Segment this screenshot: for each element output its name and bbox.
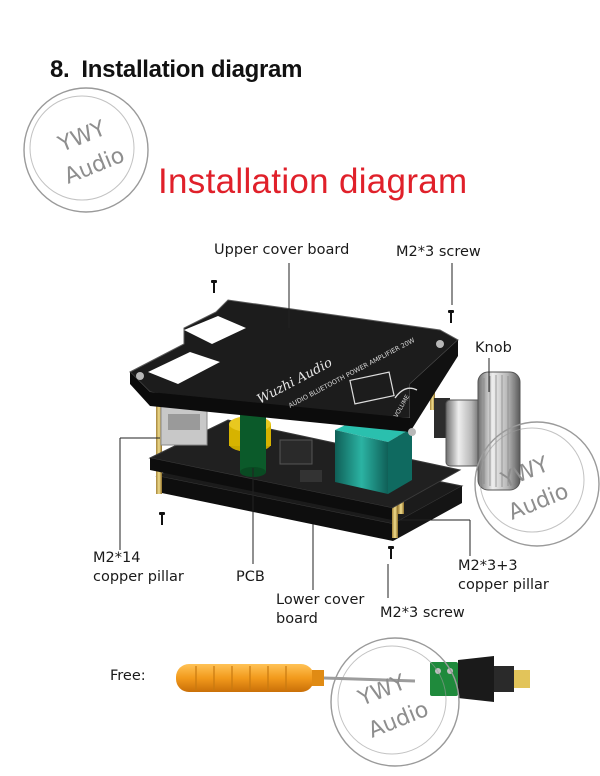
screwdriver — [176, 664, 416, 692]
label-m2x3-screw-bottom: M2*3 screw — [380, 605, 465, 621]
pcb — [148, 404, 462, 520]
knob — [434, 371, 521, 491]
label-pcb: PCB — [236, 569, 265, 585]
leader-lines — [119, 263, 490, 598]
label-lower-cover-line1: Lower cover — [276, 592, 365, 608]
label-upper-cover-board: Upper cover board — [214, 242, 350, 258]
label-knob: Knob — [475, 340, 512, 356]
watermark-stamps — [23, 87, 600, 767]
label-m2x3x3-line1: M2*3+3 — [458, 558, 518, 574]
label-free: Free: — [110, 668, 146, 684]
label-m2x3-screw-top: M2*3 screw — [396, 244, 481, 260]
label-m2x14-copper-pillar: M2*14 copper pillar — [93, 549, 184, 587]
label-lower-cover-line2: board — [276, 611, 318, 627]
diagram-title: Installation diagram — [158, 162, 468, 201]
section-heading: 8. Installation diagram — [50, 56, 302, 84]
label-lower-cover-board: Lower cover board — [276, 591, 364, 629]
label-m2x14-line2: copper pillar — [93, 569, 184, 585]
label-m2x14-line1: M2*14 — [93, 550, 141, 566]
section-number: 8. — [50, 56, 70, 83]
upper-cover-board: Wuzhi Audio AUDIO BLUETOOTH POWER AMPLIF… — [129, 299, 459, 436]
screws — [159, 280, 454, 559]
label-m2x3x3-line2: copper pillar — [458, 577, 549, 593]
section-heading-text: Installation diagram — [81, 56, 303, 83]
label-m2x3x3-copper-pillar: M2*3+3 copper pillar — [458, 557, 549, 595]
